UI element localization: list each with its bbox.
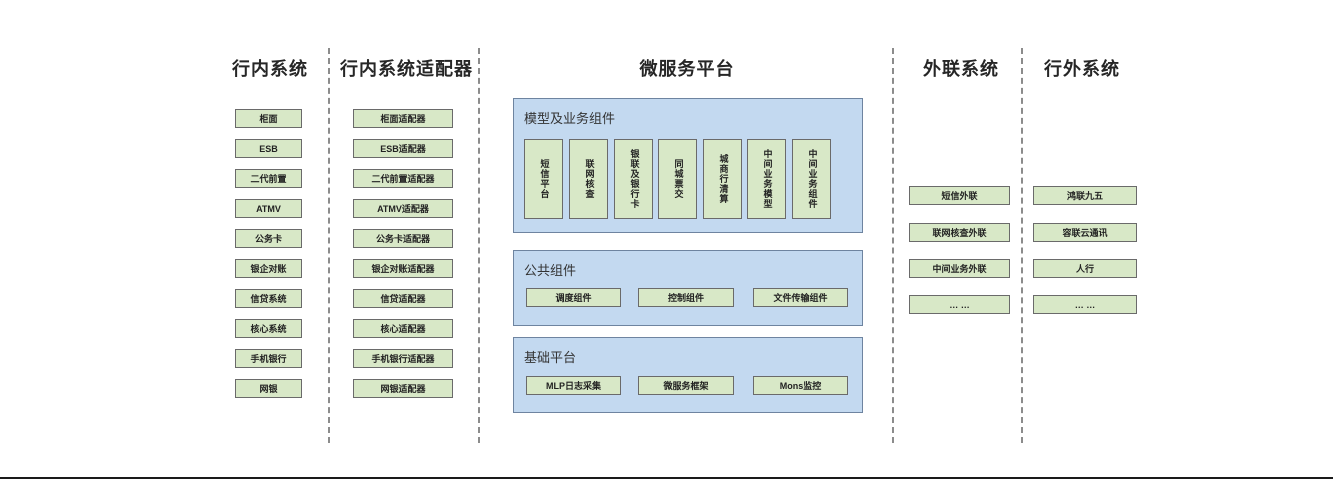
diagram-node: 调度组件 (526, 288, 621, 307)
column-title-outlink-systems: 外联系统 (923, 59, 999, 79)
section-base-platform: 基础平台 MLP日志采集 微服务框架 Mons监控 (513, 337, 863, 413)
column-title-internal-adapters: 行内系统适配器 (340, 59, 473, 79)
column-title-external-systems: 行外系统 (1044, 59, 1120, 79)
section-common-components: 公共组件 调度组件 控制组件 文件传输组件 (513, 250, 863, 326)
diagram-node: ATMV适配器 (353, 199, 453, 218)
diagram-node: 短信平台 (524, 139, 563, 219)
diagram-node: 中间业务外联 (909, 259, 1010, 278)
diagram-node: 手机银行 (235, 349, 302, 368)
diagram-node: 容联云通讯 (1033, 223, 1137, 242)
diagram-node: 中间业务模型 (747, 139, 786, 219)
diagram-node: 银企对账 (235, 259, 302, 278)
diagram-node: 城商行清算 (703, 139, 742, 219)
diagram-node: 柜面 (235, 109, 302, 128)
diagram-node: ESB适配器 (353, 139, 453, 158)
dashed-separator-4 (1021, 48, 1023, 443)
diagram-node: 信贷系统 (235, 289, 302, 308)
diagram-node: 银企对账适配器 (353, 259, 453, 278)
diagram-node: 二代前置 (235, 169, 302, 188)
diagram-node: ATMV (235, 199, 302, 218)
diagram-node: Mons监控 (753, 376, 848, 395)
diagram-node: 核心系统 (235, 319, 302, 338)
diagram-node: 控制组件 (638, 288, 734, 307)
diagram-node: 联网核查 (569, 139, 608, 219)
bottom-divider (0, 477, 1333, 479)
section-label: 基础平台 (524, 350, 577, 365)
diagram-node: 网银 (235, 379, 302, 398)
diagram-node: 柜面适配器 (353, 109, 453, 128)
diagram-node: 中间业务组件 (792, 139, 831, 219)
diagram-node: … … (1033, 295, 1137, 314)
diagram-node: 鸿联九五 (1033, 186, 1137, 205)
diagram-node: MLP日志采集 (526, 376, 621, 395)
section-label: 模型及业务组件 (524, 111, 616, 126)
diagram-node: 短信外联 (909, 186, 1010, 205)
diagram-node: 手机银行适配器 (353, 349, 453, 368)
dashed-separator-2 (478, 48, 480, 443)
diagram-node: 公务卡 (235, 229, 302, 248)
column-title-internal-systems: 行内系统 (232, 59, 308, 79)
diagram-node: ESB (235, 139, 302, 158)
diagram-node: 二代前置适配器 (353, 169, 453, 188)
diagram-node: 微服务框架 (638, 376, 734, 395)
diagram-node: 人行 (1033, 259, 1137, 278)
column-title-microservice-platform: 微服务平台 (639, 59, 735, 79)
diagram-node: 文件传输组件 (753, 288, 848, 307)
dashed-separator-1 (328, 48, 330, 443)
diagram-node: 信贷适配器 (353, 289, 453, 308)
section-model-business-components: 模型及业务组件 短信平台 联网核查 银联及银行卡 同城票交 城商行清算 中间业务… (513, 98, 863, 233)
section-label: 公共组件 (524, 263, 577, 278)
diagram-node: 网银适配器 (353, 379, 453, 398)
diagram-node: 公务卡适配器 (353, 229, 453, 248)
diagram-node: … … (909, 295, 1010, 314)
diagram-node: 核心适配器 (353, 319, 453, 338)
dashed-separator-3 (892, 48, 894, 443)
diagram-node: 同城票交 (658, 139, 697, 219)
diagram-node: 银联及银行卡 (614, 139, 653, 219)
diagram-node: 联网核查外联 (909, 223, 1010, 242)
